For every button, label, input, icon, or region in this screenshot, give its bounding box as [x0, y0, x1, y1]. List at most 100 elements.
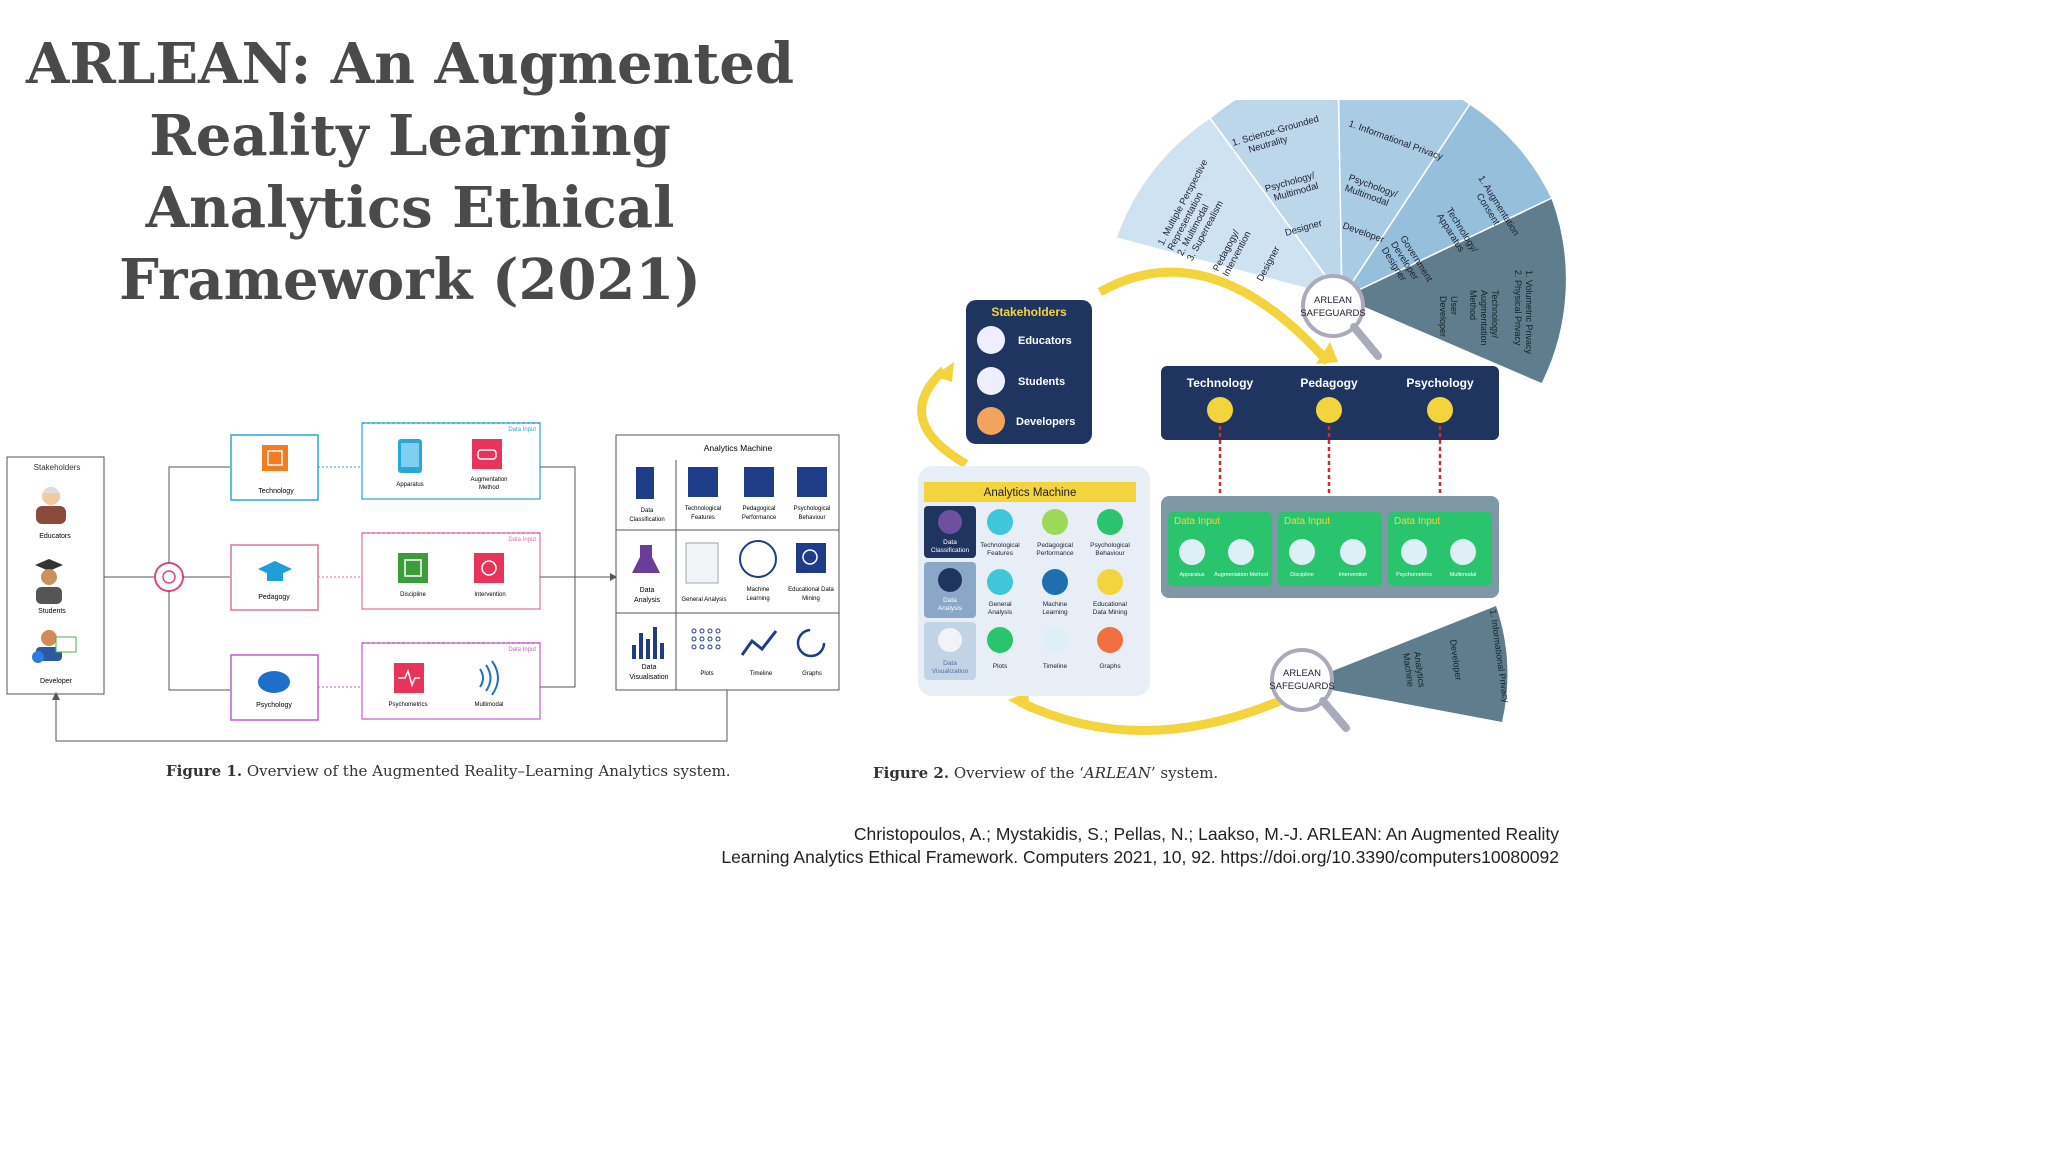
figure-2-caption-em: ARLEAN [1083, 764, 1151, 782]
f1-ped-input-box [361, 532, 541, 610]
f2-educators: Educators [1018, 335, 1072, 347]
f1-timeline-icon [740, 630, 778, 656]
f2-discipline: Discipline [1290, 572, 1314, 578]
f1-student-icon [35, 559, 63, 604]
f2-tech-icon [1207, 397, 1233, 423]
f1-row3-head-1: Data [642, 664, 657, 671]
figure-2-caption: Figure 2. Overview of the ‘ARLEAN’ syste… [873, 764, 1218, 782]
title-line-2: Reality Learning [149, 103, 671, 169]
f1-general-analysis-icon [685, 542, 719, 584]
f2-bottom-fan-l4: Machine [1401, 652, 1416, 687]
f2-edm-1: Educational [1093, 601, 1128, 608]
f2-arrow-left [917, 366, 969, 468]
f2-row2-head-2: Analysis [938, 605, 963, 612]
f1-apparatus-label: Apparatus [396, 482, 423, 488]
f2-apparatus: Apparatus [1179, 572, 1204, 578]
f2-arrow-bottom [1018, 695, 1284, 735]
f1-psy-input-box [361, 642, 541, 720]
title-line-4: Framework (2021) [119, 247, 701, 313]
f1-edm-1: Educational Data [788, 587, 834, 593]
f1-brain-icon [258, 671, 290, 693]
figure-1-caption-label: Figure 1. [166, 762, 243, 780]
f2-pp-2: Performance [1036, 550, 1074, 557]
f1-plots-icon [691, 628, 721, 650]
f1-pedagogy-label: Pedagogy [258, 594, 290, 601]
f2-tf-2: Features [987, 550, 1013, 557]
f2-timeline: Timeline [1043, 663, 1068, 670]
f2-input-ped [1278, 512, 1382, 586]
f1-timeline: Timeline [750, 671, 773, 677]
f2-input-tech-title: Data Input [1174, 516, 1220, 527]
f1-edm-2: Mining [802, 596, 820, 602]
f2-fan-13-l1: Developer [1438, 296, 1448, 337]
f2-students: Students [1018, 376, 1065, 388]
f1-chip-icon [262, 445, 288, 471]
f1-row2-head-2: Analysis [634, 597, 661, 604]
f1-pp-1: Pedagogical [742, 506, 775, 512]
f2-input-psy-title: Data Input [1394, 516, 1440, 527]
f2-top-fan [1115, 63, 1568, 385]
f2-plots: Plots [993, 663, 1008, 670]
figure-1-caption: Figure 1. Overview of the Augmented Real… [166, 762, 731, 780]
f2-ga-2: Analysis [988, 609, 1013, 616]
f1-augmentation-label-2: Method [479, 485, 499, 491]
f1-stakeholder-students: Students [38, 608, 66, 615]
f2-analytics-title-bar [924, 482, 1136, 502]
f1-ped-data-input: Data Input [508, 537, 536, 543]
figure-2-caption-label: Figure 2. [873, 764, 950, 782]
figure-1: Stakeholders Educators Students Develope… [0, 405, 850, 755]
f1-graphs-icon [796, 628, 826, 658]
f2-fan-14-l2: Augmentation [1479, 290, 1489, 346]
f1-multimodal-icon [479, 660, 499, 696]
f2-fan-15-l1: 1. Volumetric Privacy [1524, 270, 1534, 355]
f2-tf-1: Technological [980, 542, 1020, 549]
figure-2-diagram: 1. Multiple Perspective Representation 2… [917, 63, 1568, 735]
f2-fan-15-l2: 2. Physical Privacy [1513, 270, 1523, 346]
f1-row1-head-1: Data [641, 508, 654, 514]
f1-techfeatures-icon [688, 467, 718, 497]
f1-pedperf-icon [744, 467, 774, 497]
slide-title: ARLEAN: An Augmented Reality Learning An… [10, 28, 810, 316]
f2-pp-1: Pedagogical [1037, 542, 1073, 549]
f2-fan-13-l2: User [1449, 296, 1459, 315]
f2-psychology: Psychology [1406, 376, 1474, 390]
f2-input-ped-title: Data Input [1284, 516, 1330, 527]
f2-row1-head-2: Classification [931, 547, 970, 554]
f1-feedback-line [55, 686, 728, 742]
f1-educator-icon [36, 487, 66, 524]
f1-bar-icon [632, 627, 664, 659]
f1-edm-icon [796, 543, 826, 573]
f1-intervention-icon [474, 553, 504, 583]
f1-pb-2: Behaviour [798, 515, 825, 521]
f1-plots: Plots [700, 671, 713, 677]
title-line-1: ARLEAN: An Augmented [25, 31, 795, 97]
f1-ml-2: Learning [746, 596, 769, 602]
citation: Christopoulos, A.; Mystakidis, S.; Pella… [721, 823, 1559, 869]
f2-safeguards-bottom-1: ARLEAN [1283, 668, 1321, 679]
figure-1-diagram: Stakeholders Educators Students Develope… [6, 422, 840, 742]
f2-ml-1: Machine [1043, 601, 1068, 608]
f2-augmentation: Augmentation Method [1214, 572, 1268, 578]
f2-student-icon [977, 367, 1005, 395]
f1-row2-head-1: Data [640, 587, 655, 594]
f2-row2-head-1: Data [943, 597, 957, 604]
figure-2-caption-post: ’ system. [1150, 764, 1219, 782]
f2-ga-1: General [988, 601, 1012, 608]
f2-educator-icon [977, 326, 1005, 354]
f1-psy-data-input: Data Input [508, 647, 536, 653]
f2-fan-14-l3: Method [1468, 290, 1478, 320]
f2-stakeholders-title: Stakeholders [991, 305, 1067, 319]
f2-input-tech [1168, 512, 1272, 586]
f2-input-psy [1388, 512, 1492, 586]
f1-psybeh-icon [797, 467, 827, 497]
f2-psychometrics: Psychometrics [1396, 572, 1432, 578]
f2-row3-head-2: Visualization [932, 668, 969, 675]
f1-technology-label: Technology [258, 488, 294, 495]
f1-stakeholder-developer: Developer [40, 678, 73, 685]
f1-flask-icon [632, 545, 660, 573]
citation-line-2: Learning Analytics Ethical Framework. Co… [721, 847, 1559, 867]
f2-safeguards-bottom-2: SAFEGUARDS [1269, 681, 1334, 692]
f1-pp-2: Performance [742, 515, 777, 521]
f2-ml-2: Learning [1042, 609, 1068, 616]
f2-multimodal: Multimodal [1450, 572, 1477, 578]
